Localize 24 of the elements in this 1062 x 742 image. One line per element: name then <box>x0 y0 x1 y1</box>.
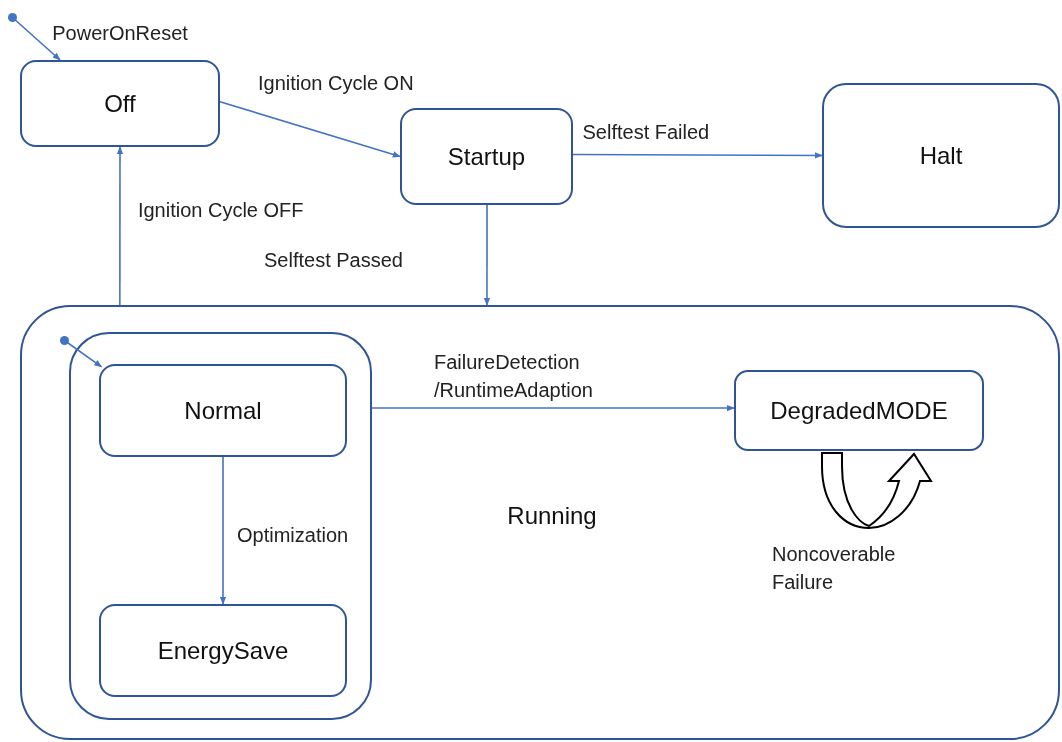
state-group-box <box>69 332 372 720</box>
state-name: Halt <box>918 141 964 170</box>
transition-arrow <box>371 404 735 412</box>
initial-state-dot <box>8 13 17 22</box>
state-name: Running <box>506 502 598 530</box>
self-loop-block-arrow <box>821 452 932 529</box>
state-box <box>734 370 984 451</box>
transition-arrow <box>572 152 823 159</box>
initial-state-dot <box>60 336 69 345</box>
state-box <box>400 108 573 205</box>
state-name: Normal <box>183 396 263 425</box>
state-box <box>99 604 347 697</box>
state-name: EnergySave <box>156 636 290 665</box>
transition-arrow <box>483 204 491 306</box>
transition-arrow <box>219 100 401 158</box>
state-name: Startup <box>446 142 527 171</box>
state-box <box>20 305 1060 740</box>
state-name: Off <box>103 89 137 118</box>
state-name: DegradedMODE <box>769 396 949 425</box>
state-box <box>99 364 347 457</box>
transition-arrow <box>219 456 227 605</box>
state-box <box>20 60 220 147</box>
transition-arrow <box>116 146 124 306</box>
state-box <box>822 83 1060 228</box>
